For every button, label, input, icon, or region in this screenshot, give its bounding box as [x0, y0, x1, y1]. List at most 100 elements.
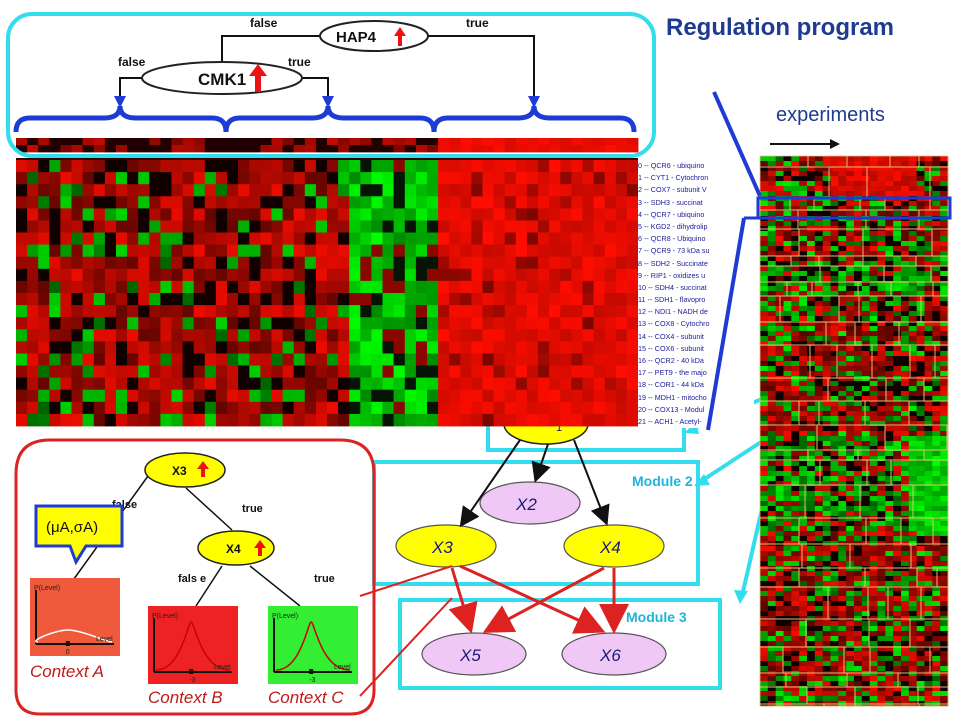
global-heatmap-cell — [838, 686, 847, 692]
strip-cell — [82, 138, 95, 146]
global-heatmap-cell — [760, 296, 769, 302]
global-heatmap-cell — [767, 421, 776, 427]
global-heatmap-cell — [791, 341, 800, 347]
global-heatmap-cell — [916, 521, 925, 527]
heatmap-cell — [338, 196, 350, 209]
heatmap-cell — [160, 160, 172, 173]
global-heatmap-cell — [767, 206, 776, 212]
global-heatmap-cell — [861, 236, 870, 242]
global-heatmap-cell — [807, 276, 816, 282]
heatmap-cell — [482, 172, 494, 185]
global-heatmap-cell — [775, 361, 784, 367]
global-heatmap-cell — [908, 331, 917, 337]
global-heatmap-cell — [916, 486, 925, 492]
heatmap-cell — [338, 244, 350, 258]
global-heatmap-cell — [807, 446, 816, 452]
heatmap-cell — [493, 293, 506, 306]
global-heatmap-cell — [885, 621, 894, 627]
global-heatmap-cell — [760, 456, 769, 462]
gene-list-item: 10 -- SDH4 - succinat — [638, 282, 707, 292]
global-heatmap-cell — [861, 646, 870, 652]
global-heatmap-cell — [783, 671, 792, 677]
global-heatmap-cell — [916, 261, 925, 267]
global-heatmap-cell — [760, 606, 769, 612]
global-heatmap-cell — [822, 421, 831, 427]
heatmap-cell — [338, 256, 350, 270]
global-heatmap-cell — [830, 586, 839, 592]
global-heatmap-cell — [877, 261, 886, 267]
global-heatmap-cell — [908, 566, 917, 572]
heatmap-cell — [571, 172, 583, 185]
global-heatmap-cell — [924, 666, 933, 672]
heatmap-cell — [182, 232, 195, 245]
heatmap-cell — [393, 329, 406, 342]
global-heatmap-cell — [901, 341, 910, 347]
global-heatmap-cell — [932, 261, 941, 267]
global-heatmap-cell — [830, 171, 839, 177]
heatmap-cell — [549, 220, 561, 233]
global-heatmap-cell — [861, 161, 870, 167]
heatmap-cell — [127, 232, 139, 245]
global-heatmap-cell — [807, 191, 816, 197]
global-heatmap-cell — [760, 351, 769, 357]
global-heatmap-cell — [940, 471, 949, 477]
global-heatmap-cell — [814, 316, 823, 322]
global-heatmap-cell — [822, 316, 831, 322]
global-heatmap-cell — [932, 271, 941, 277]
global-heatmap-cell — [861, 316, 870, 322]
heatmap-cell — [260, 268, 272, 282]
global-heatmap-cell — [932, 371, 941, 377]
global-heatmap-cell — [807, 351, 816, 357]
heatmap-cell — [382, 365, 394, 378]
global-heatmap-cell — [924, 256, 933, 262]
heatmap-cell — [127, 172, 139, 185]
global-heatmap-cell — [893, 361, 902, 367]
global-heatmap-cell — [814, 366, 823, 372]
global-heatmap-cell — [940, 626, 949, 632]
global-heatmap-cell — [775, 501, 784, 507]
global-heatmap-cell — [908, 366, 917, 372]
global-heatmap-cell — [885, 376, 894, 382]
global-heatmap-cell — [814, 606, 823, 612]
global-heatmap-cell — [861, 276, 870, 282]
global-heatmap-cell — [861, 451, 870, 457]
global-heatmap-cell — [822, 486, 831, 492]
global-heatmap-cell — [783, 246, 792, 252]
global-heatmap-cell — [885, 506, 894, 512]
global-heatmap-cell — [807, 346, 816, 352]
global-heatmap-cell — [916, 236, 925, 242]
global-heatmap-cell — [791, 236, 800, 242]
global-heatmap-cell — [822, 386, 831, 392]
global-heatmap-cell — [916, 471, 925, 477]
heatmap-cell — [304, 305, 317, 318]
global-heatmap-cell — [916, 381, 925, 387]
heatmap-cell — [260, 413, 272, 427]
global-heatmap-cell — [760, 661, 769, 667]
global-heatmap-cell — [822, 446, 831, 452]
global-heatmap-cell — [822, 346, 831, 352]
heatmap-cell — [393, 268, 406, 282]
global-heatmap-cell — [940, 331, 949, 337]
global-heatmap-cell — [940, 566, 949, 572]
heatmap-cell — [415, 317, 428, 330]
global-heatmap-cell — [846, 296, 855, 302]
global-heatmap-cell — [877, 391, 886, 397]
heatmap-cell — [449, 268, 461, 282]
strip-cell — [116, 138, 128, 146]
global-heatmap-cell — [814, 656, 823, 662]
global-heatmap-cell — [854, 506, 863, 512]
global-heatmap-cell — [869, 456, 878, 462]
global-heatmap-cell — [908, 576, 917, 582]
global-heatmap-cell — [830, 551, 839, 557]
global-heatmap-cell — [924, 401, 933, 407]
heatmap-cell — [415, 401, 428, 415]
global-heatmap-cell — [838, 381, 847, 387]
heatmap-cell — [493, 365, 506, 378]
heatmap-cell — [382, 280, 394, 294]
heatmap-cell — [371, 389, 383, 403]
global-heatmap-cell — [916, 371, 925, 377]
heatmap-cell — [393, 244, 406, 258]
heatmap-cell — [482, 341, 494, 354]
global-heatmap-cell — [877, 646, 886, 652]
